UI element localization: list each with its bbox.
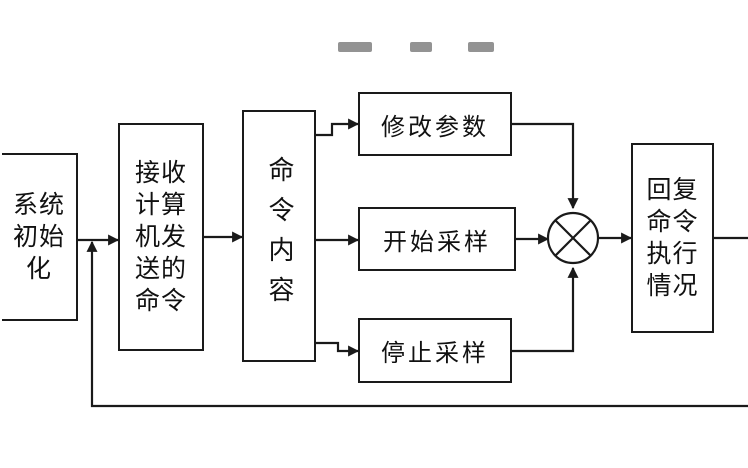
edge-modify-to-junction xyxy=(512,122,579,210)
node-system-init-label: 系统 初始 化 xyxy=(12,190,65,283)
node-command-content: 命令内容 xyxy=(242,110,316,362)
node-start-sampling: 开始采样 xyxy=(358,207,516,271)
node-command-content-label: 命令内容 xyxy=(264,156,294,316)
edge-feedback-loop xyxy=(86,240,748,408)
node-modify-params: 修改参数 xyxy=(358,92,512,156)
edge-content-to-modify xyxy=(316,118,360,137)
node-stop-sampling: 停止采样 xyxy=(358,318,512,383)
node-receive-command-label: 接收 计算 机发 送的 命令 xyxy=(134,158,187,315)
node-command-status-label: 回复 命令 执行 情况 xyxy=(646,175,699,300)
node-receive-command: 接收 计算 机发 送的 命令 xyxy=(118,123,204,351)
edge-content-to-stop xyxy=(316,341,360,357)
node-system-init: 系统 初始 化 xyxy=(2,153,78,321)
summing-junction-icon xyxy=(546,211,600,265)
title-smudge xyxy=(330,38,500,56)
node-modify-params-label: 修改参数 xyxy=(381,112,489,141)
edge-stop-to-junction xyxy=(512,266,579,353)
node-stop-sampling-label: 停止采样 xyxy=(381,339,489,367)
node-command-status: 回复 命令 执行 情况 xyxy=(631,143,714,333)
node-start-sampling-label: 开始采样 xyxy=(383,227,491,256)
